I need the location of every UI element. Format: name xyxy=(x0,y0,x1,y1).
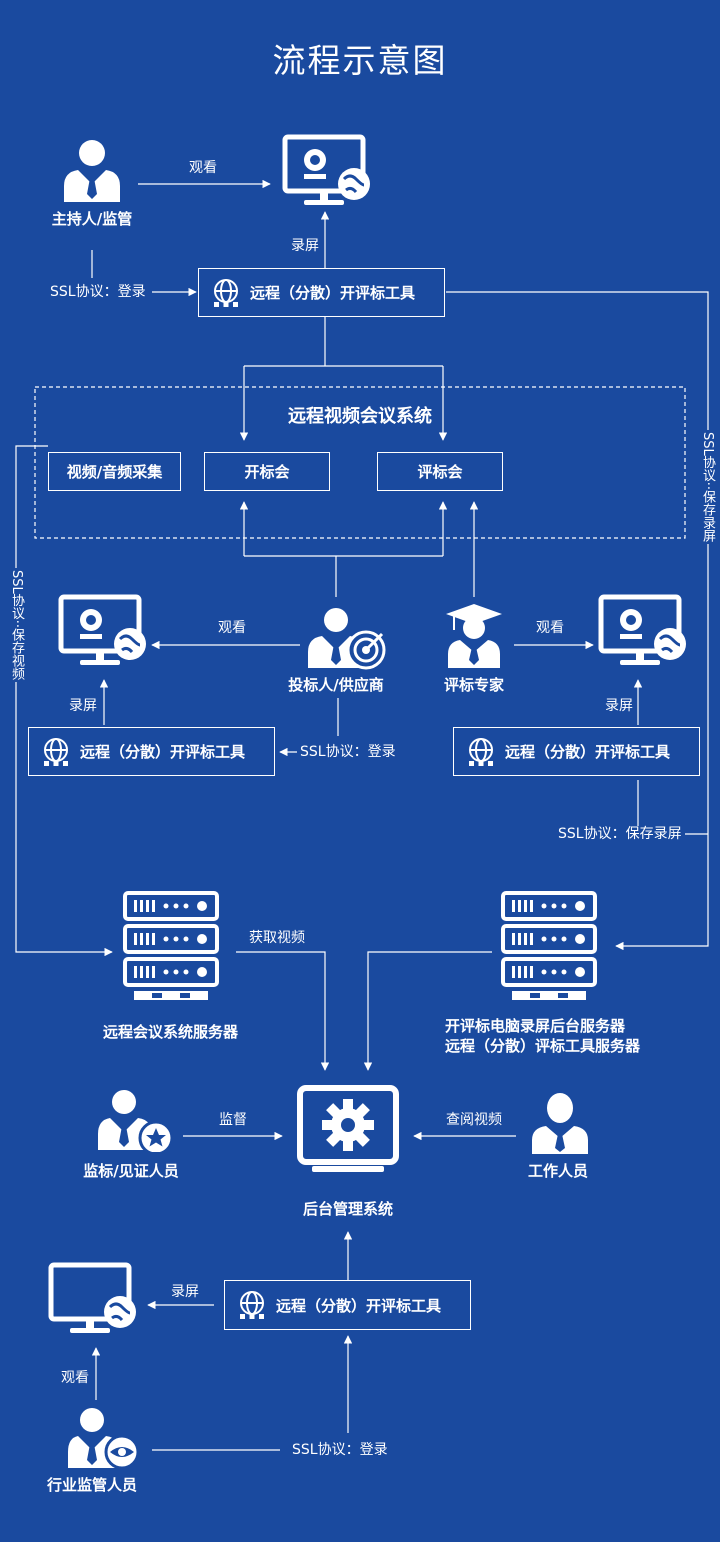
globe-network-icon xyxy=(469,737,493,766)
label-expert-save-screen: SSL协议：保存录屏 xyxy=(555,826,685,842)
monitor-camera-globe-icon xyxy=(282,134,370,205)
meeting-server-icon xyxy=(123,891,219,1000)
backend-label: 后台管理系统 xyxy=(302,1200,393,1218)
video-system-frame xyxy=(34,386,686,539)
label-expert-watch: 观看 xyxy=(536,620,564,636)
label-review-video: 查阅视频 xyxy=(446,1112,502,1128)
tool-label: 远程（分散）开评标工具 xyxy=(80,743,246,761)
label-expert-record: 录屏 xyxy=(605,698,633,714)
role-host: 主持人/监管 xyxy=(51,210,133,228)
page-title: 流程示意图 xyxy=(272,41,448,80)
supervisor-star-icon xyxy=(98,1090,174,1152)
label-get-video: 获取视频 xyxy=(249,930,305,946)
role-supervisor: 监标/见证人员 xyxy=(83,1162,179,1180)
edge-left-save-video xyxy=(15,445,113,957)
monitor-camera-globe-icon xyxy=(58,594,146,665)
server-meeting-label: 远程会议系统服务器 xyxy=(103,1023,239,1041)
tool-label: 远程（分散）开评标工具 xyxy=(505,743,671,761)
box-av-capture[interactable]: 视频/音频采集 xyxy=(48,452,181,491)
role-bidder: 投标人/供应商 xyxy=(288,676,384,694)
host-person-icon xyxy=(64,140,120,202)
box-bid-opening[interactable]: 开标会 xyxy=(204,452,330,491)
role-staff: 工作人员 xyxy=(527,1162,588,1180)
globe-network-icon xyxy=(240,1291,264,1319)
label-supervise: 监督 xyxy=(219,1112,247,1128)
label-left-save-video: SSL协议··保存视频 xyxy=(9,568,24,683)
recording-server-icon xyxy=(501,891,597,1000)
label-bidder-watch: 观看 xyxy=(218,620,246,636)
industry-eye-icon xyxy=(68,1408,140,1470)
role-industry: 行业监管人员 xyxy=(46,1476,137,1494)
label-industry-login: SSL协议：登录 xyxy=(289,1442,391,1458)
video-system-title: 远程视频会议系统 xyxy=(288,406,432,427)
expert-graduate-icon xyxy=(446,604,502,668)
globe-network-icon xyxy=(214,278,238,307)
label-bidder-record: 录屏 xyxy=(69,698,97,714)
tool-top[interactable]: 远程（分散）开评标工具 xyxy=(198,268,445,317)
staff-person-icon xyxy=(532,1093,588,1154)
globe-network-icon xyxy=(44,737,68,766)
tool-bottom[interactable]: 远程（分散）开评标工具 xyxy=(224,1280,471,1330)
edge-right-save-screen xyxy=(446,291,709,951)
tool-expert[interactable]: 远程（分散）开评标工具 xyxy=(453,727,700,776)
label-host-watch: 观看 xyxy=(189,160,217,176)
label-right-save-screen: SSL协议··保存录屏 xyxy=(700,430,715,545)
tool-label: 远程（分散）开评标工具 xyxy=(276,1296,442,1315)
label-bottom-record: 录屏 xyxy=(171,1284,199,1300)
label-industry-watch: 观看 xyxy=(61,1370,89,1386)
server-recording-label-1: 开评标电脑录屏后台服务器 xyxy=(445,1017,626,1035)
backend-gear-icon xyxy=(297,1085,399,1172)
monitor-globe-icon xyxy=(48,1262,136,1333)
role-expert: 评标专家 xyxy=(443,676,504,694)
label-host-login: SSL协议：登录 xyxy=(50,284,146,300)
bidder-target-icon xyxy=(308,608,386,670)
label-top-record: 录屏 xyxy=(291,238,319,254)
tool-label: 远程（分散）开评标工具 xyxy=(250,284,416,302)
monitor-camera-globe-icon xyxy=(598,594,686,665)
tool-bidder[interactable]: 远程（分散）开评标工具 xyxy=(28,727,275,776)
server-recording-label-2: 远程（分散）评标工具服务器 xyxy=(445,1037,641,1055)
box-bid-evaluation[interactable]: 评标会 xyxy=(377,452,503,491)
label-bidder-login: SSL协议：登录 xyxy=(297,744,399,760)
